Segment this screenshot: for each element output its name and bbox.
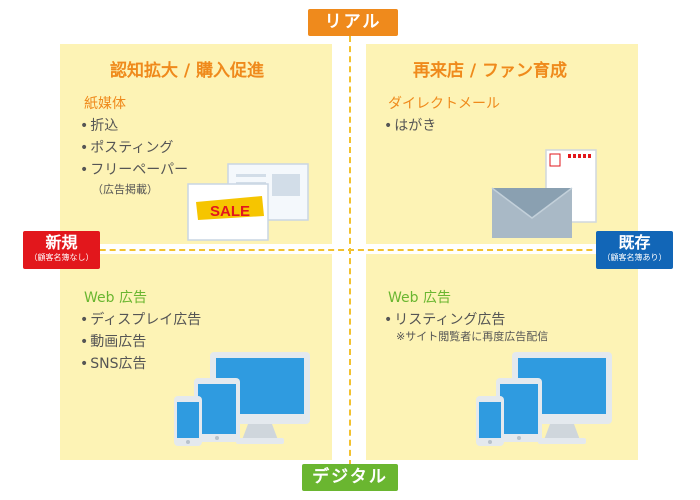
vertical-axis-line (349, 36, 351, 466)
list-item: はがき (384, 115, 436, 137)
list-paper-media: 折込 ポスティング フリーペーパー (80, 115, 188, 181)
envelope-postcard-icon (491, 149, 597, 238)
flyer-icon: SALE (187, 163, 309, 241)
axis-label-new: 新規 （顧客名簿なし） (23, 231, 100, 269)
list-item: 動画広告 (80, 331, 201, 353)
list-web-ads-existing: リスティング広告 (384, 309, 505, 331)
devices-icon (476, 352, 612, 446)
note-ad-placement: （広告掲載） (92, 183, 158, 196)
list-item: フリーペーパー (80, 159, 188, 181)
note-retargeting: ※サイト閲覧者に再度広告配信 (396, 330, 549, 343)
axis-label-existing-main: 既存 (618, 233, 651, 252)
axis-label-existing: 既存 （顧客名簿あり） (596, 231, 673, 269)
heading-retention: 再来店 / ファン育成 (413, 61, 568, 81)
list-item: 折込 (80, 115, 188, 137)
horizontal-axis-line (60, 249, 642, 251)
list-direct-mail: はがき (384, 115, 436, 137)
list-item: ディスプレイ広告 (80, 309, 201, 331)
sale-label: SALE (210, 203, 250, 220)
heading-awareness: 認知拡大 / 購入促進 (110, 61, 265, 81)
category-web-ads: Web 広告 (84, 290, 147, 306)
axis-label-existing-sub: （顧客名簿あり） (602, 253, 667, 262)
list-item: SNS広告 (80, 353, 201, 375)
category-direct-mail: ダイレクトメール (388, 96, 500, 112)
axis-label-new-sub: （顧客名簿なし） (29, 253, 94, 262)
axis-label-new-main: 新規 (45, 233, 78, 252)
list-web-ads-new: ディスプレイ広告 動画広告 SNS広告 (80, 309, 201, 375)
axis-label-digital: デジタル (302, 464, 398, 491)
category-paper-media: 紙媒体 (84, 96, 126, 112)
list-item: ポスティング (80, 137, 188, 159)
list-item: リスティング広告 (384, 309, 505, 331)
devices-icon (174, 352, 310, 446)
axis-label-real: リアル (308, 9, 398, 36)
category-web-ads-existing: Web 広告 (388, 290, 451, 306)
